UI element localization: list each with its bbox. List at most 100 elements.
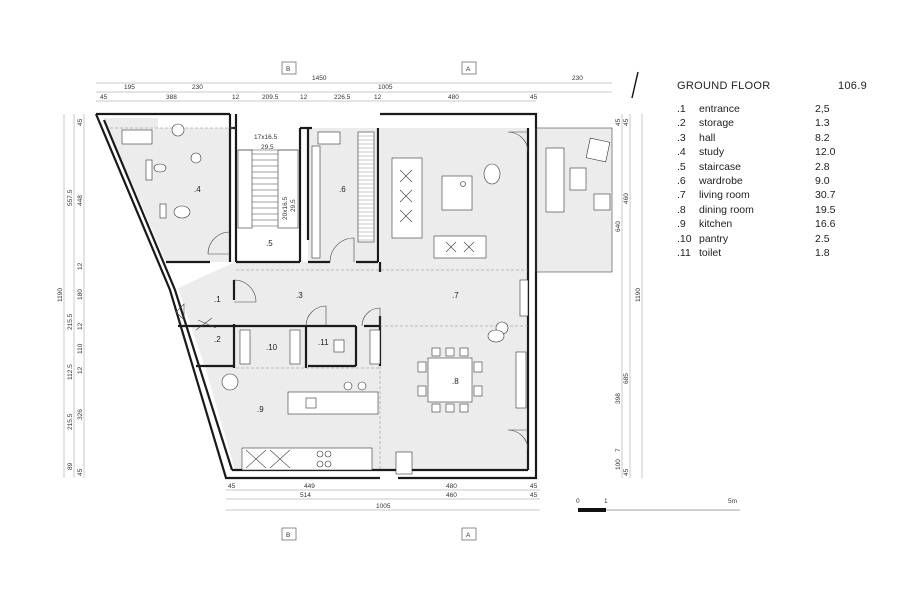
legend-area: 16.6 (815, 218, 836, 231)
study-furniture (121, 123, 202, 219)
dim-left-11: 326 (77, 409, 84, 420)
dim-left-9: 12 (77, 366, 84, 374)
room-tag-2: .2 (214, 335, 221, 344)
legend-name: entrance (699, 103, 740, 115)
dim-bot-r2-0: 514 (300, 492, 311, 499)
scale-label-0: 0 (576, 498, 580, 505)
dim-left-3: 12 (77, 262, 84, 270)
dim-left-total: 1190 (57, 288, 64, 302)
legend-name: living room (699, 189, 750, 202)
dim-left-4: 180 (77, 289, 84, 300)
wardrobe-cabinets (311, 131, 375, 259)
dim-bot-r1-1: 449 (304, 483, 315, 490)
section-a-top: A (466, 66, 471, 73)
dim-bot-total: 1005 (376, 503, 391, 510)
dim-left-8: 112.5 (67, 364, 74, 380)
room-tags: .1 .2 .3 .4 .5 .6 .7 .8 .9 .10 .11 (194, 185, 459, 414)
room-tag-8: .8 (452, 377, 459, 386)
legend-num: .6 (677, 175, 686, 188)
legend-num: .3 (677, 131, 686, 144)
dim-bot-r2-2: 45 (530, 492, 538, 499)
dim-top-r2-4: 12 (300, 94, 308, 101)
dim-right-0: 45 (615, 118, 622, 126)
legend-num: .10 (677, 232, 692, 245)
dim-left-7: 110 (77, 343, 84, 354)
dining-furniture (395, 347, 527, 475)
room-tag-11: .11 (318, 338, 329, 347)
dim-top-r1-1: 230 (192, 84, 203, 91)
dim-right-7: 7 (615, 448, 622, 452)
legend-area: 19.5 (815, 203, 836, 216)
legend-row: .8 dining room 19.5 (677, 203, 867, 217)
legend-area: 2.5 (815, 232, 830, 245)
dimensions-right: 45 45 460 640 1190 398 685 7 100 45 (615, 114, 643, 478)
dim-top-r1-0: 195 (124, 84, 135, 91)
legend-header: GROUND FLOOR 106.9 (677, 80, 867, 92)
dim-left-0: 45 (77, 118, 84, 126)
dim-right-4: 1190 (635, 288, 642, 302)
dim-right-3: 640 (615, 221, 622, 232)
legend-area: 2.8 (815, 160, 830, 173)
legend-row: .1 entrance 2,5 (677, 102, 867, 116)
legend-name: hall (699, 131, 716, 144)
stair-note-3: 20x16.5 (282, 196, 289, 220)
dim-top-r2-1: 388 (166, 94, 177, 101)
legend-area: 2,5 (815, 103, 830, 115)
terrace (535, 127, 613, 273)
room-tag-4: .4 (194, 185, 201, 194)
section-b-top: B (286, 66, 290, 73)
door-swings (207, 131, 529, 451)
dim-bot-r1-2: 480 (446, 483, 457, 490)
legend-num: .5 (677, 160, 686, 173)
dim-top-r2-3: 209.5 (262, 94, 279, 101)
dim-top-r1-2: 1005 (378, 84, 393, 91)
scale-label-5m: 5m (728, 498, 737, 505)
dim-left-13: 45 (77, 468, 84, 476)
legend-row: .10 pantry 2.5 (677, 232, 867, 246)
dim-right-2: 460 (623, 193, 630, 204)
dim-left-5: 215.5 (67, 313, 74, 330)
legend-num: .1 (677, 103, 686, 115)
legend-num: .8 (677, 203, 686, 216)
legend-area: 30.7 (815, 189, 836, 202)
scale-label-1: 1 (604, 498, 608, 505)
legend-name: pantry (699, 232, 729, 245)
dim-bot-r1-0: 45 (228, 483, 236, 490)
dimensions-bottom: 45 449 480 45 514 460 45 1005 (226, 483, 540, 511)
dim-top-r2-8: 45 (530, 94, 538, 101)
dim-top-total: 1450 (312, 75, 327, 82)
dim-left-12: 89 (67, 462, 74, 470)
room-tag-10: .10 (266, 343, 278, 352)
legend-num: .2 (677, 117, 686, 130)
dim-right-9: 45 (623, 468, 630, 476)
dim-top-r2-5: 226.5 (334, 94, 351, 101)
room-tag-1: .1 (214, 295, 221, 304)
kitchen-furniture (221, 329, 381, 471)
dimensions-left: 1190 45 557.5 448 12 180 215.5 12 110 11… (57, 114, 85, 478)
dim-top-r2-6: 12 (374, 94, 382, 101)
legend-num: .4 (677, 146, 686, 159)
dim-bot-r1-3: 45 (530, 483, 538, 490)
scale-bar: 0 1 5m (576, 498, 740, 512)
legend-total: 106.9 (837, 80, 867, 92)
legend-name: study (699, 146, 725, 159)
dim-left-1: 557.5 (67, 189, 74, 206)
section-a-bottom: A (466, 532, 471, 539)
dim-top-r2-7: 480 (448, 94, 459, 101)
legend-name: staircase (699, 160, 742, 173)
section-b-bottom: B (286, 532, 290, 539)
legend-area: 9.0 (815, 175, 830, 188)
legend-row: .7 living room 30.7 (677, 188, 867, 202)
dim-right-8: 100 (615, 459, 622, 470)
legend-name: dining room (699, 203, 754, 216)
north-arrow-icon (631, 71, 639, 99)
room-tag-5: .5 (266, 239, 273, 248)
legend-name: storage (699, 117, 735, 130)
stair-note-4: 29.5 (290, 199, 297, 212)
legend-num: .7 (677, 189, 686, 202)
dim-top-r2-0: 45 (100, 94, 108, 101)
